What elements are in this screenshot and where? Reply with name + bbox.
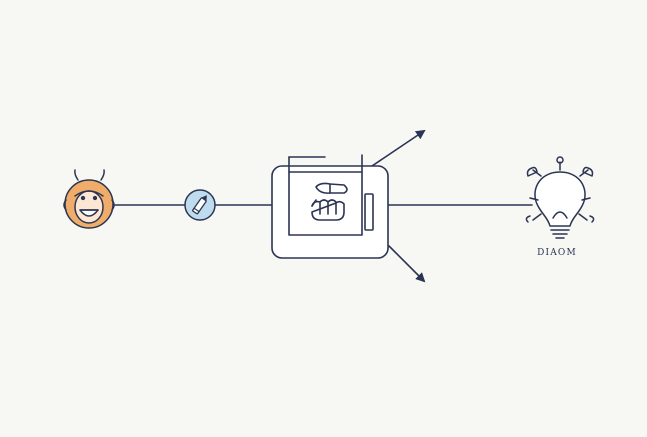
- bulb-glass: [534, 171, 586, 227]
- pencil-icon: [184, 189, 216, 221]
- person-head-icon: [63, 169, 115, 229]
- hands-box-icon: [271, 154, 389, 259]
- lightbulb-icon: [525, 156, 595, 239]
- idea-label: DIAOM: [537, 248, 577, 258]
- arrow-output-upper: [371, 129, 426, 167]
- connectors: [114, 129, 533, 283]
- arrow-output-lower: [388, 245, 426, 283]
- processor-inner-frame: [288, 171, 363, 236]
